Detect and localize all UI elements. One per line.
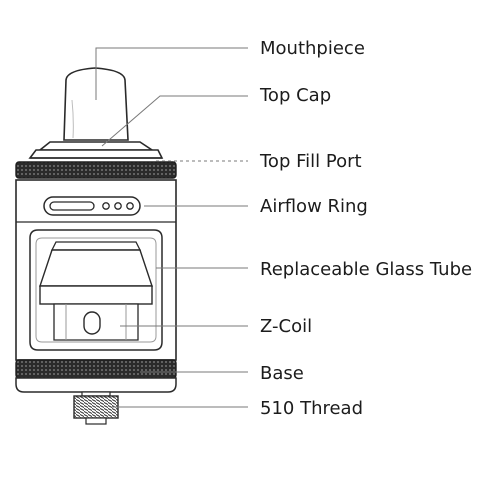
top-cap-part: [28, 141, 164, 159]
airflow-ring-part: [43, 196, 141, 216]
label-510-thread: 510 Thread: [260, 398, 364, 419]
bottom-knurl-band: [15, 359, 177, 379]
label-top-cap: Top Cap: [260, 85, 332, 106]
label-top-fill-port: Top Fill Port: [260, 151, 362, 172]
leader-top-cap: [101, 95, 248, 147]
label-z-coil: Z-Coil: [260, 316, 313, 337]
z-coil-part: [39, 241, 153, 341]
label-replaceable-glass-tube: Replaceable Glass Tube: [260, 259, 473, 280]
label-base: Base: [260, 363, 304, 384]
label-mouthpiece: Mouthpiece: [260, 38, 365, 59]
top-knurl-band: [15, 161, 177, 179]
thread-part: [73, 391, 119, 425]
label-airflow-ring: Airflow Ring: [260, 196, 368, 217]
leader-mouthpiece: [95, 47, 248, 100]
base-part: [15, 377, 177, 393]
mouthpiece-part: [63, 67, 129, 141]
leader-lines: [95, 47, 248, 408]
